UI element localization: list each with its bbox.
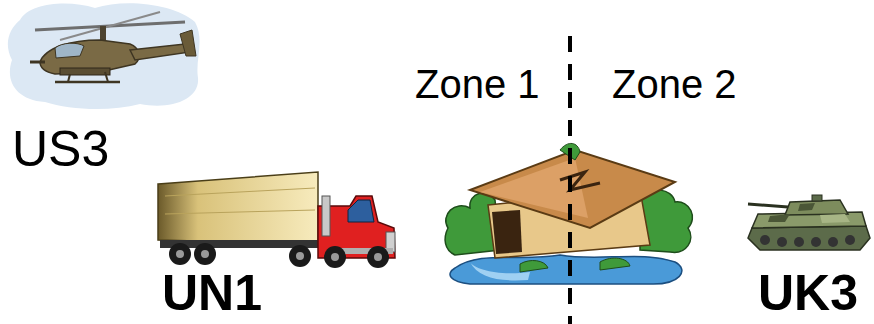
truck-icon (158, 172, 395, 268)
zone-divider (568, 36, 572, 324)
helicopter-icon (8, 3, 200, 109)
zone-label: Zone 1 (415, 64, 540, 104)
tank-icon (748, 195, 870, 250)
unit-label: UN1 (162, 268, 262, 318)
zone-label: Zone 2 (612, 64, 737, 104)
unit-label: UK3 (758, 268, 858, 318)
unit-label: US3 (12, 124, 109, 174)
